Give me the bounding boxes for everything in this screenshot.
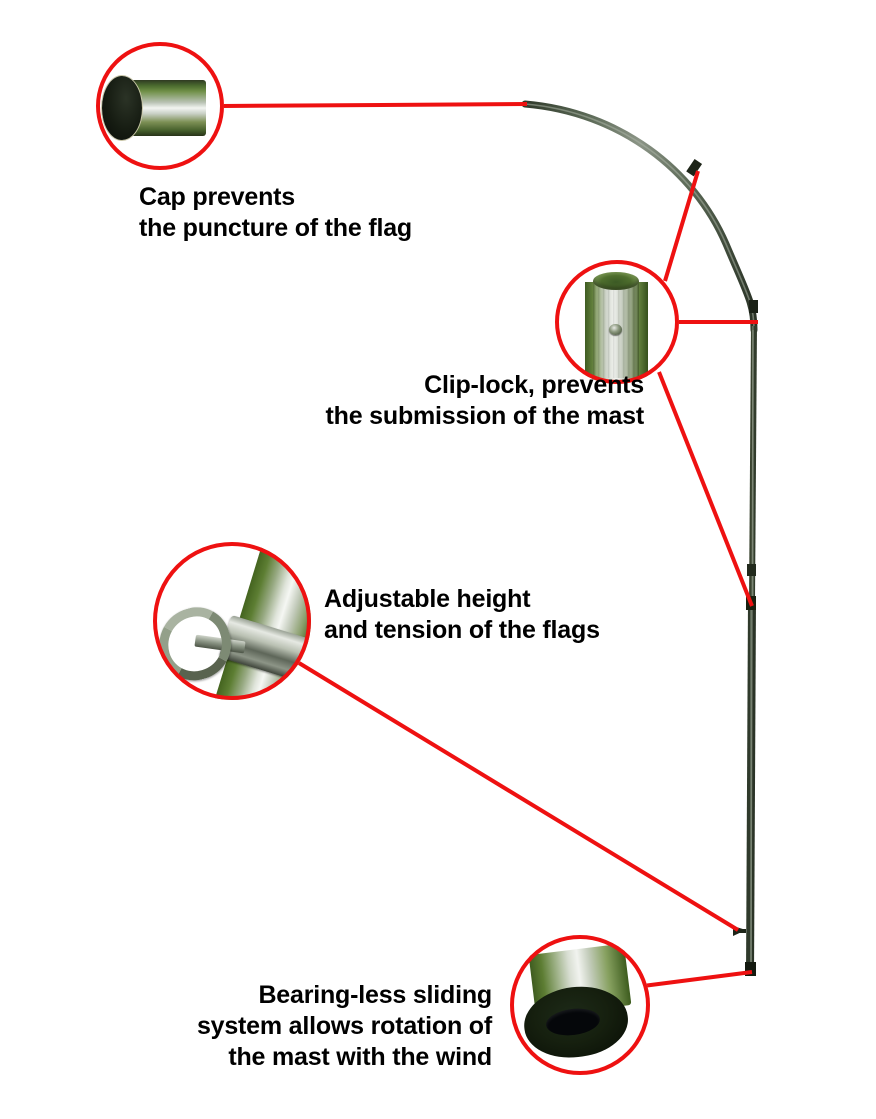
cap-end-face — [102, 76, 142, 140]
leader-line-adjustable — [297, 661, 740, 932]
callout-adjustable-label: Adjustable height and tension of the fla… — [324, 585, 600, 644]
cliplock-green-right — [637, 282, 648, 384]
mast-joint-lower — [747, 564, 756, 576]
leader-line-cliplock-upper — [663, 170, 700, 282]
callout-cap-label: Cap prevents the puncture of the flag — [139, 183, 412, 242]
callout-cap-photo — [96, 42, 224, 170]
mast-joint-mid — [749, 300, 758, 313]
leader-line-cliplock-lower — [657, 371, 754, 607]
callout-clamp-photo — [153, 542, 311, 700]
mast-vertical-highlight — [750, 329, 754, 971]
callout-base-photo — [510, 935, 650, 1075]
cliplock-tube-rim — [593, 272, 639, 290]
callout-cliplock-photo — [555, 260, 679, 384]
mast-base-cap — [745, 962, 756, 976]
leader-line-cap — [221, 102, 528, 108]
cliplock-button-hole — [609, 324, 622, 335]
callout-cliplock-label: Clip-lock, prevents the submission of th… — [325, 371, 645, 430]
leader-line-bearingless — [642, 970, 753, 988]
mast-joint-upper — [686, 158, 703, 177]
callout-bearingless-label: Bearing-less sliding system allows rotat… — [196, 981, 492, 1071]
cliplock-green-left — [585, 282, 595, 384]
